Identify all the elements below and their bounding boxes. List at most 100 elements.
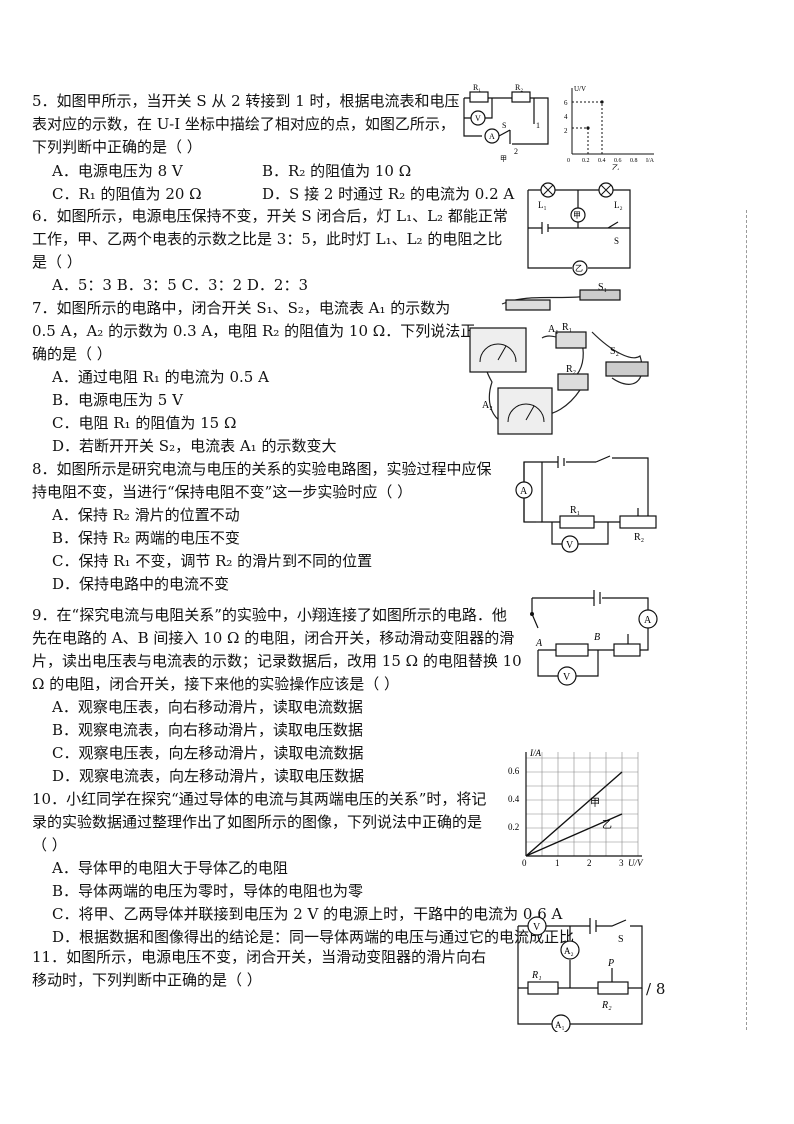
q10-stem-line-1: 10．小红同学在探究“通过导体的电流与其两端电压的关系”时，将记 <box>32 790 487 808</box>
q8-r2-label: R₂ <box>634 532 644 543</box>
q7-stem-line-1: 7．如图所示的电路中，闭合开关 S₁、S₂，电流表 A₁ 的示数为 <box>32 299 451 317</box>
q10-graph-ylabel: I/A <box>529 748 541 758</box>
q10-xtick-1: 1 <box>555 858 560 868</box>
q11-circuit-diagram: V A₂ A₁ S R₁ R₂ P <box>517 916 643 1032</box>
q9-resistor <box>555 643 589 657</box>
q11-switch-label: S <box>618 934 624 945</box>
q11-stem-line-2: 移动时，下列判断中正确的是（ ） <box>32 971 262 989</box>
q10-graph-xlabel: U/V <box>628 858 644 868</box>
q5-figure-yi-caption: 乙 <box>612 164 619 170</box>
q9-stem-line-2: 先在电路的 A、B 间接入 10 Ω 的电阻，闭合开关，移动滑动变阻器的滑 <box>32 629 515 647</box>
q6-stem-line-1: 6．如图所示，电源电压保持不变，开关 S 闭合后，灯 L₁、L₂ 都能正常 <box>32 207 508 225</box>
q10-option-a: A．导体甲的电阻大于导体乙的电阻 <box>52 859 288 877</box>
q5-terminal-2-label: 2 <box>514 147 518 156</box>
q10-ytick-02: 0.2 <box>508 822 519 832</box>
q11-ammeter-a2-label: A₂ <box>564 946 574 956</box>
q5-xtick-0: 0 <box>567 158 570 164</box>
q6-options: A．5：3 B．3：5 C．3：2 D．2：3 <box>52 276 309 294</box>
q5-option-b: B．R₂ 的阻值为 10 Ω <box>262 162 412 180</box>
q5-switch-label: S <box>502 121 506 130</box>
q5-stem-line-1: 5．如图甲所示，当开关 S 从 2 转接到 1 时，根据电流表和电压 <box>32 92 460 110</box>
q5-figure-jia-caption: 甲 <box>500 155 507 162</box>
q7-s1-label: S₁ <box>598 282 607 293</box>
q9-ammeter-label: A <box>644 615 652 626</box>
q6-lamp-l2-label: L₂ <box>614 200 623 210</box>
q10-stem-line-2: 录的实验数据通过整理作出了如图所示的图像，下列说法中正确的是 <box>32 813 483 831</box>
q8-option-c: C．保持 R₁ 不变，调节 R₂ 的滑片到不同的位置 <box>52 552 373 570</box>
q5-stem-line-2: 表对应的示数，在 U-I 坐标中描绘了相对应的点，如图乙所示， <box>32 115 455 133</box>
q8-r1-label: R₁ <box>570 505 580 516</box>
q5-terminal-1-label: 1 <box>536 121 540 130</box>
q11-r1-label: R₁ <box>531 970 542 981</box>
q10-series-yi-label: 乙 <box>602 819 612 831</box>
q9-stem-line-3: 片，读出电压表与电流表的示数；记录数据后，改用 15 Ω 的电阻替换 10 <box>32 652 522 670</box>
q11-slider-p-label: P <box>607 958 614 969</box>
q8-stem-line-1: 8．如图所示是研究电流与电压的关系的实验电路图，实验过程中应保 <box>32 460 492 478</box>
q8-option-d: D．保持电路中的电流不变 <box>52 575 230 593</box>
q10-ytick-06: 0.6 <box>508 766 520 776</box>
q8-rheostat-r2 <box>619 515 657 529</box>
q6-lamp-l1-label: L₁ <box>538 200 547 210</box>
q8-stem-line-2: 持电阻不变，当进行“保持电阻不变”这一步实验时应（ ） <box>32 483 413 501</box>
q11-rheostat-r2 <box>597 981 629 995</box>
q5-ytick-6: 6 <box>564 99 568 107</box>
q11-stem-line-1: 11．如图所示，电源电压不变，闭合开关，当滑动变阻器的滑片向右 <box>32 948 487 966</box>
q7-s2-label: S₂ <box>610 346 619 357</box>
q7-physical-circuit: S₁ A₁ R₁ S₂ R₂ A₂ <box>469 282 649 435</box>
q11-r2-label: R₂ <box>601 1000 612 1011</box>
q9-circuit-diagram: A B A V <box>530 590 658 686</box>
q10-xtick-3: 3 <box>619 858 624 868</box>
q10-option-b: B．导体两端的电压为零时，导体的电阻也为零 <box>52 882 364 900</box>
q9-option-b: B．观察电流表，向右移动滑片，读取电压数据 <box>52 721 364 739</box>
q6-circuit-diagram: L₁ L₂ 甲 乙 S <box>527 182 631 276</box>
q7-option-c: C．电阻 R₁ 的阻值为 15 Ω <box>52 414 237 432</box>
q5-graph-xlabel: I/A <box>646 158 655 164</box>
q10-series-jia-line <box>525 771 623 857</box>
q5-r1-label: R₁ <box>473 84 481 92</box>
q10-ytick-04: 0.4 <box>508 794 520 804</box>
q9-voltmeter-label: V <box>563 672 571 683</box>
q11-resistor-r1 <box>527 981 559 995</box>
q7-r1-label: R₁ <box>562 322 572 333</box>
q8-circuit-diagram: A V R₁ R₂ <box>515 455 657 553</box>
q8-ammeter-label: A <box>520 486 528 497</box>
q8-voltmeter-label: V <box>566 540 574 551</box>
q8-option-a: A．保持 R₂ 滑片的位置不动 <box>52 506 240 524</box>
q5-xtick-08: 0.8 <box>630 158 638 164</box>
q5-xtick-02: 0.2 <box>582 158 590 164</box>
scan-edge-divider <box>746 210 749 1030</box>
q5-stem-line-3: 下列判断中正确的是（ ） <box>32 138 202 156</box>
page-number: / 8 <box>646 980 666 998</box>
q7-option-d: D．若断开开关 S₂，电流表 A₁ 的示数变大 <box>52 437 337 455</box>
q9-stem-line-4: Ω 的电阻，闭合开关，接下来他的实验操作应该是（ ） <box>32 675 399 693</box>
q10-xtick-2: 2 <box>587 858 592 868</box>
q5-circuit-diagram: R₁ R₂ V A S 1 2 甲 <box>463 84 549 162</box>
q5-voltmeter-label: V <box>475 114 481 123</box>
q11-voltmeter-label: V <box>533 922 541 933</box>
q7-option-a: A．通过电阻 R₁ 的电流为 0.5 A <box>52 368 269 386</box>
q5-point-1 <box>600 100 604 104</box>
q7-option-b: B．电源电压为 5 V <box>52 391 183 409</box>
q6-meter-yi-label: 乙 <box>575 264 583 273</box>
q10-iu-graph: I/A 0.6 0.4 0.2 0 1 2 3 U/V 甲 乙 <box>508 748 644 868</box>
q6-meter-jia-label: 甲 <box>573 211 581 220</box>
q10-series-jia-label: 甲 <box>590 798 600 809</box>
q8-option-b: B．保持 R₂ 两端的电压不变 <box>52 529 240 547</box>
q7-stem-line-3: 确的是（ ） <box>32 345 112 363</box>
q6-stem-line-3: 是（ ） <box>32 253 82 271</box>
q9-stem-line-1: 9．在“探究电流与电阻关系”的实验中，小翔连接了如图所示的电路．他 <box>32 606 507 624</box>
q10-option-c: C．将甲、乙两导体并联接到电压为 2 V 的电源上时，干路中的电流为 0.6 A <box>52 905 563 923</box>
q5-point-2 <box>586 126 590 130</box>
q5-ammeter-label: A <box>489 132 495 141</box>
q6-switch-label: S <box>614 236 619 246</box>
q5-xtick-04: 0.4 <box>598 158 606 164</box>
q6-stem-line-2: 工作，甲、乙两个电表的示数之比是 3：5，此时灯 L₁、L₂ 的电阻之比 <box>32 230 503 248</box>
q10-stem-line-3: （ ） <box>32 836 67 854</box>
q9-point-a-label: A <box>535 638 543 649</box>
q10-series-yi-line <box>525 813 623 857</box>
q7-a2-label: A₂ <box>482 400 493 411</box>
q5-option-d: D．S 接 2 时通过 R₂ 的电流为 0.2 A <box>262 185 515 203</box>
q5-r2-label: R₂ <box>515 84 523 92</box>
q7-a1-label: A₁ <box>548 324 559 335</box>
q10-xtick-0: 0 <box>522 858 527 868</box>
